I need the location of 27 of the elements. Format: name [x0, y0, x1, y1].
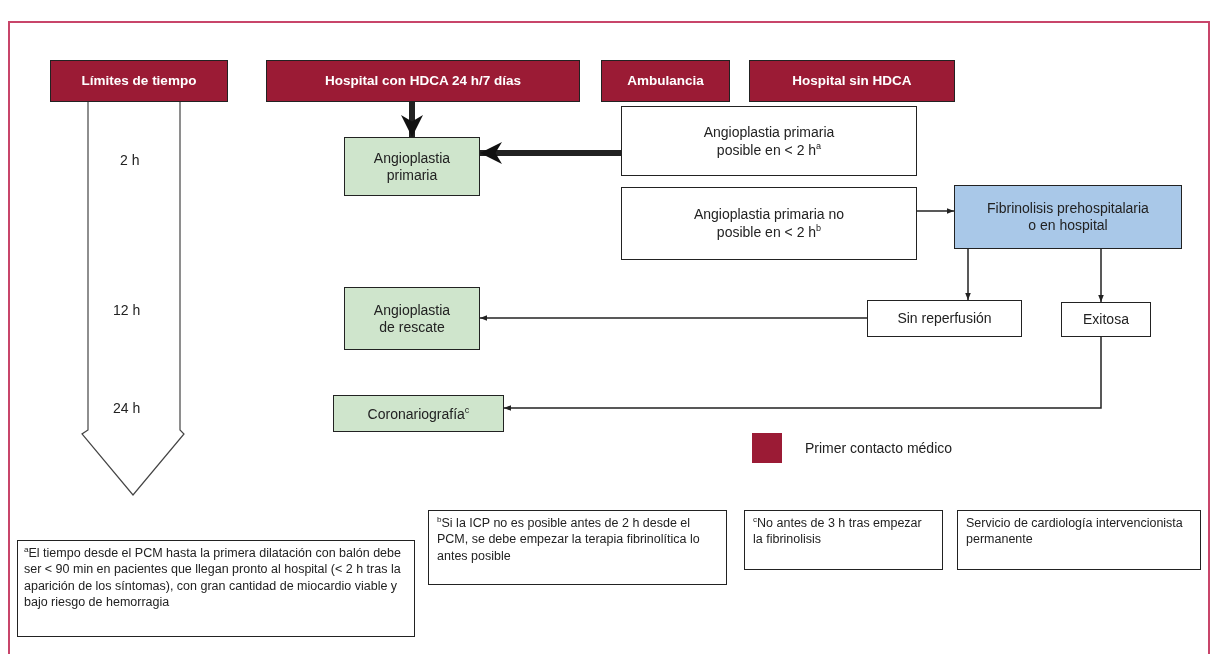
column-header: Límites de tiempo: [50, 60, 228, 102]
column-header: Ambulancia: [601, 60, 730, 102]
treatment-box: Angioplastia primaria: [344, 137, 480, 196]
arrow: [479, 315, 868, 321]
legend-label: Primer contacto médico: [805, 440, 953, 456]
column-header: Hospital con HDCA 24 h/7 días: [266, 60, 580, 102]
treatment-box: Angioplastia de rescate: [344, 287, 480, 350]
footnote-box: $^{c}$No antes de 3 h tras empezar la fibrinolisis: [744, 510, 943, 570]
time-label: 12 h: [113, 302, 141, 318]
arrow: [401, 102, 423, 137]
treatment-box: Fibrinolisis prehospitalaria o en hospital: [954, 185, 1182, 249]
treatment-box: Coronariografía$^{c}$: [333, 395, 504, 432]
arrow: [965, 248, 971, 301]
footnote-box: $^{a}$El tiempo desde el PCM hasta la primera dilatación con balón debe ser < 90 min en pacientes que llegan pronto al hospital (< 2 h tras la aparición de los síntomas), con gran cantidad de miocardio viable y bajo riesgo de hemorragia: [17, 540, 415, 637]
arrow: [503, 336, 1102, 411]
condition-box: Sin reperfusión: [867, 300, 1022, 337]
arrow: [1098, 248, 1104, 303]
time-label: 24 h: [113, 400, 141, 416]
condition-box: Exitosa: [1061, 302, 1151, 337]
condition-box: Angioplastia primaria posible en < 2 h$^{a}$: [621, 106, 917, 176]
column-header: Hospital sin HDCA: [749, 60, 955, 102]
condition-box: Angioplastia primaria no posible en < 2 h$^{b}$: [621, 187, 917, 260]
footnote-box: $^{b}$Si la ICP no es posible antes de 2 h desde el PCM, se debe empezar la terapia fibrinolítica lo antes posible: [428, 510, 727, 585]
arrow: [916, 208, 955, 214]
time-label: 2 h: [120, 152, 140, 168]
footnote-box: Servicio de cardiología intervencionista permanente: [957, 510, 1201, 570]
arrow: [480, 142, 621, 164]
